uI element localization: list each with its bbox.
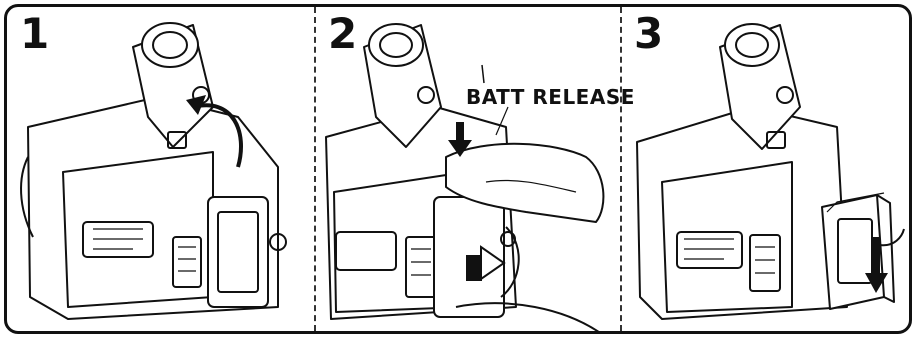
step-number: 2 (328, 13, 357, 55)
step-3-panel: 3 (622, 7, 910, 331)
camcorder-illustration (316, 7, 618, 331)
step-number: 1 (20, 13, 49, 55)
camcorder-illustration (8, 7, 312, 331)
camcorder-illustration (622, 7, 910, 331)
step-number: 3 (634, 13, 663, 55)
batt-release-label: BATT RELEASE (466, 85, 635, 109)
step-2-panel: 2 BATT RELEASE (316, 7, 618, 331)
step-1-panel: 1 (8, 7, 312, 331)
